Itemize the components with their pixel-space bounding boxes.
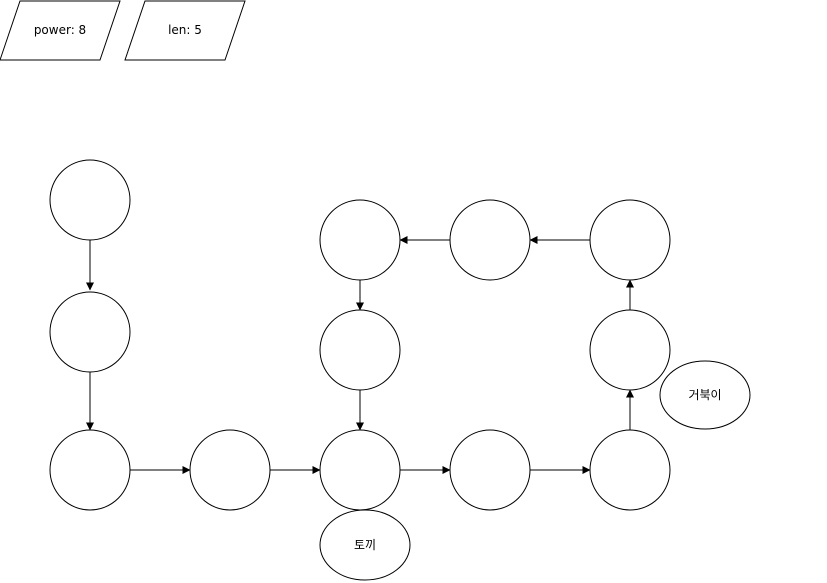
node-8 xyxy=(589,309,671,391)
node-5 xyxy=(319,429,401,511)
turtle-marker: 거북이 xyxy=(659,360,751,430)
turtle-label: 거북이 xyxy=(688,388,721,402)
param-power: power: 8 xyxy=(0,0,121,61)
nodes xyxy=(49,159,671,511)
node-3 xyxy=(49,429,131,511)
rabbit-marker: 토끼 xyxy=(319,509,411,581)
node-11 xyxy=(319,199,401,281)
node-7 xyxy=(589,429,671,511)
node-1 xyxy=(49,159,131,241)
rabbit-label: 토끼 xyxy=(354,538,376,552)
node-12 xyxy=(319,309,401,391)
node-10 xyxy=(449,199,531,281)
param-len: len: 5 xyxy=(124,0,246,61)
param-power-label: power: 8 xyxy=(34,23,86,37)
node-9 xyxy=(589,199,671,281)
node-4 xyxy=(189,429,271,511)
node-2 xyxy=(49,291,131,373)
param-len-label: len: 5 xyxy=(168,23,202,37)
edges xyxy=(86,236,634,474)
node-6 xyxy=(449,429,531,511)
